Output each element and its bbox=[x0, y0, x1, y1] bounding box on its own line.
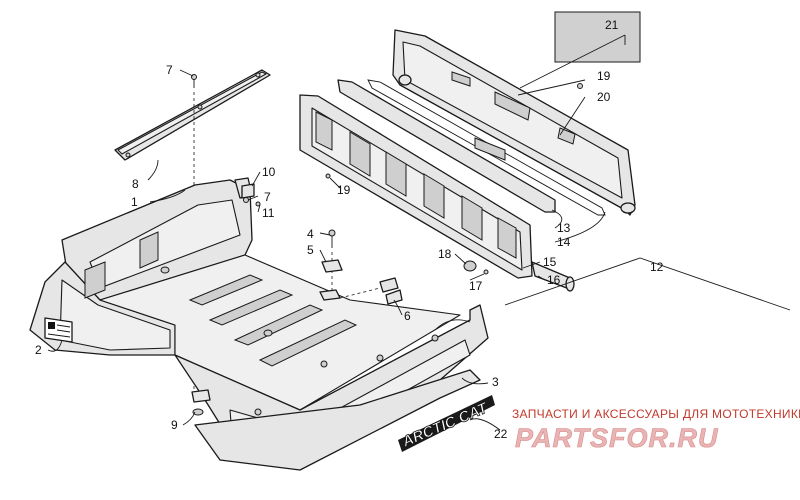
callout-14: 14 bbox=[557, 235, 571, 249]
watermark: ЗАПЧАСТИ И АКСЕССУАРЫ ДЛЯ МОТОТЕХНИКИ PA… bbox=[512, 407, 800, 453]
callout-1: 1 bbox=[131, 195, 138, 209]
callout-9: 9 bbox=[171, 418, 178, 432]
watermark-site: PARTSFOR.RU bbox=[515, 423, 719, 453]
warning-decal bbox=[44, 317, 73, 343]
callout-17: 17 bbox=[469, 279, 483, 293]
watermark-caption: ЗАПЧАСТИ И АКСЕССУАРЫ ДЛЯ МОТОТЕХНИКИ bbox=[512, 407, 800, 421]
tailgate-seal-strip bbox=[367, 79, 606, 216]
callout-labels: 7 8 1 2 3 4 5 6 10 7 11 9 19 20 21 19 13… bbox=[35, 18, 664, 441]
callout-15: 15 bbox=[543, 255, 557, 269]
callout-6: 6 bbox=[404, 309, 411, 323]
callout-7-top: 7 bbox=[166, 63, 173, 77]
callout-18: 18 bbox=[438, 247, 452, 261]
callout-19-left: 19 bbox=[337, 183, 351, 197]
callout-20: 20 bbox=[597, 90, 611, 104]
callout-2: 2 bbox=[35, 343, 42, 357]
callout-11: 11 bbox=[262, 206, 275, 220]
bed-top-rail bbox=[114, 69, 271, 161]
callout-16: 16 bbox=[547, 273, 561, 287]
callout-13: 13 bbox=[557, 221, 571, 235]
callout-21: 21 bbox=[605, 18, 619, 32]
callout-8: 8 bbox=[132, 177, 139, 191]
decal-sheet bbox=[554, 11, 641, 63]
assembly-bracket-12 bbox=[504, 257, 791, 311]
callout-7-mid: 7 bbox=[264, 190, 271, 204]
callout-19-top: 19 bbox=[597, 69, 611, 83]
callout-10: 10 bbox=[262, 165, 276, 179]
front-liner-panel bbox=[194, 369, 481, 471]
callout-3: 3 bbox=[492, 375, 499, 389]
leader-lines bbox=[47, 34, 626, 431]
tailgate-outer-panel bbox=[392, 29, 636, 216]
hardware-parts bbox=[191, 83, 583, 416]
tailgate-hinge-pin bbox=[531, 261, 575, 292]
callout-12: 12 bbox=[650, 260, 664, 274]
callout-5: 5 bbox=[307, 243, 314, 257]
tailgate-inner-panel bbox=[299, 94, 533, 279]
rail-screw bbox=[191, 74, 197, 88]
callout-4: 4 bbox=[307, 227, 314, 241]
tailgate-latch-bar bbox=[337, 79, 556, 213]
callout-22: 22 bbox=[494, 427, 508, 441]
